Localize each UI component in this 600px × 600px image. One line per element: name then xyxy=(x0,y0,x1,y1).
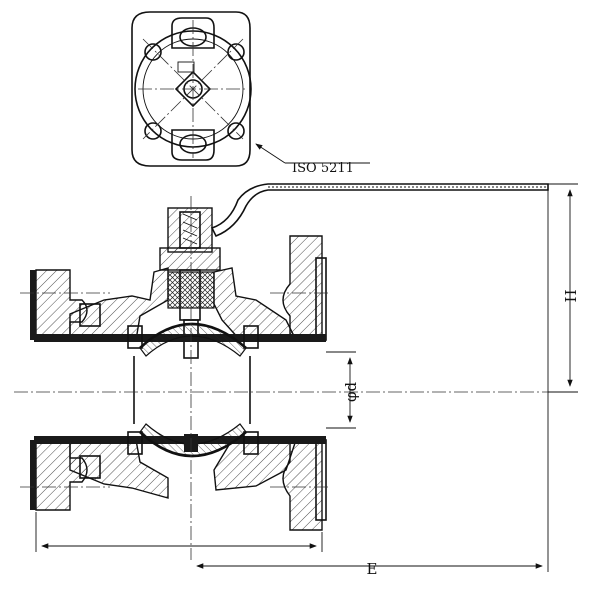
dimension-h: H xyxy=(548,183,580,393)
bolt-hole xyxy=(227,43,245,61)
dim-e-label: E xyxy=(367,560,378,578)
dim-h-label: H xyxy=(562,289,580,302)
iso-label: ISO 5211 xyxy=(292,161,354,176)
bolt-hole xyxy=(144,122,162,140)
centre-lines xyxy=(14,196,560,560)
lever-handle xyxy=(210,183,549,238)
dimension-e: E xyxy=(196,190,549,578)
dim-d-label: φd xyxy=(342,382,360,403)
dimension-d: φd xyxy=(326,351,360,429)
bolt-hole xyxy=(144,43,162,61)
bolt-hole xyxy=(227,122,245,140)
valve-body-section xyxy=(30,235,327,531)
top-view-mounting-pad: ISO 5211 xyxy=(131,11,370,176)
ball xyxy=(133,322,251,458)
dimension-length xyxy=(35,512,323,552)
